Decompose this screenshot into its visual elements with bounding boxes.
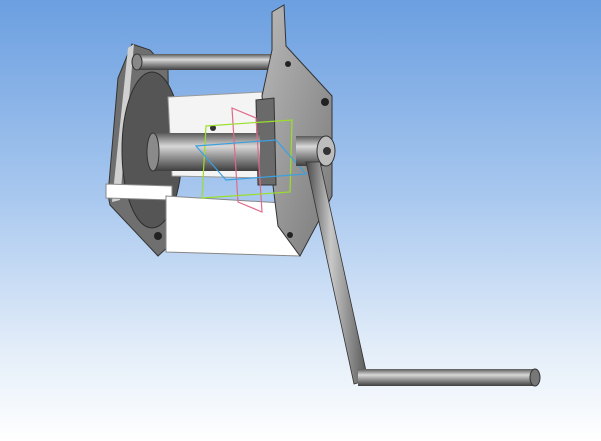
base-plate — [105, 183, 173, 201]
front-plane — [231, 107, 263, 213]
bolt-hole — [287, 232, 293, 238]
top-tie-rod — [136, 54, 284, 70]
crank-handle-end — [529, 368, 541, 387]
right-plane — [194, 139, 308, 181]
crank-arm — [305, 161, 369, 385]
bolt-hole — [321, 98, 329, 106]
crank-hub-hole — [323, 147, 331, 155]
drum-shaft-end — [146, 132, 160, 172]
crank-handle — [358, 369, 536, 386]
top-plane — [201, 119, 293, 199]
left-plate-edge — [112, 44, 134, 202]
bolt-hole — [154, 232, 162, 240]
top-tie-rod-end — [131, 53, 143, 71]
shaft-pin-hole — [210, 125, 216, 131]
drum-shaft — [152, 133, 260, 171]
bolt-hole — [285, 61, 291, 67]
